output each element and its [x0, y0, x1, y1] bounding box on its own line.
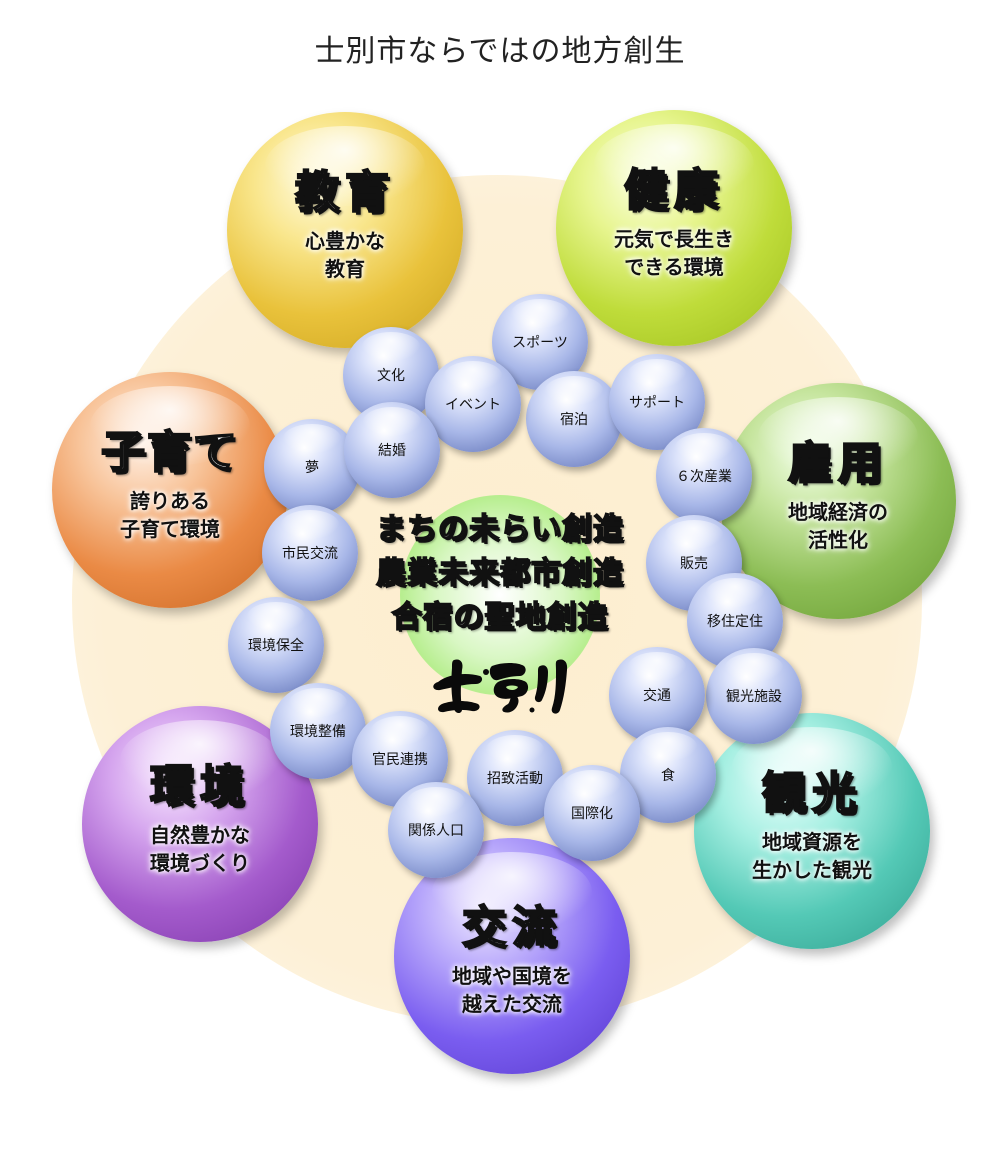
keyword-lodging: 宿泊 [526, 371, 622, 467]
keyword-label: 文化 [377, 368, 405, 384]
keyword-label: 移住定住 [707, 614, 763, 630]
keyword-public-private: 官民連携 [352, 711, 448, 807]
pillar-title: 健康 [623, 164, 724, 217]
keyword-marriage: 結婚 [344, 402, 440, 498]
keyword-event: イベント [425, 356, 521, 452]
keyword-label: 観光施設 [726, 689, 782, 705]
pillar-education: 教育 心豊かな 教育 [227, 112, 463, 348]
keyword-label: 結婚 [378, 443, 406, 459]
pillar-subtitle-line: 生かした観光 [752, 858, 872, 882]
pillar-title: 子育て [100, 426, 239, 479]
keyword-label: 宿泊 [560, 412, 588, 428]
pillar-title: 観光 [761, 767, 862, 820]
keyword-label: 食 [661, 768, 675, 784]
pillar-title: 環境 [149, 760, 250, 813]
pillar-subtitle-line: 越えた交流 [462, 992, 562, 1016]
keyword-internationalization: 国際化 [544, 765, 640, 861]
pillar-subtitle-line: できる環境 [624, 255, 724, 279]
keyword-label: 官民連携 [372, 752, 428, 768]
pillar-title: 交流 [461, 901, 562, 954]
center-core-glow [400, 495, 600, 695]
pillar-title: 雇用 [787, 437, 888, 490]
pillar-child-rearing: 子育て 誇りある 子育て環境 [52, 372, 288, 608]
keyword-transport: 交通 [609, 647, 705, 743]
keyword-label: 関係人口 [408, 823, 464, 839]
keyword-sixth-industry: ６次産業 [656, 428, 752, 524]
keyword-tourist-facility: 観光施設 [706, 648, 802, 744]
pillar-subtitle-line: 心豊かな [305, 229, 385, 253]
page-title: 士別市ならではの地方創生 [314, 34, 686, 69]
keyword-label: 交通 [643, 688, 671, 704]
keyword-label: 国際化 [571, 806, 613, 822]
center-slogan-line: まちの未らい創造 [375, 511, 624, 548]
pillar-title: 教育 [294, 166, 395, 219]
center-slogan-line: 農業未来都市創造 [375, 555, 624, 592]
keyword-label: スポーツ [512, 335, 568, 351]
pillar-environment: 環境 自然豊かな 環境づくり [82, 706, 318, 942]
keyword-label: 販売 [680, 556, 708, 572]
pillar-subtitle-line: 地域や国境を [452, 964, 572, 988]
keyword-label: イベント [445, 397, 501, 413]
pillar-tourism: 観光 地域資源を 生かした観光 [694, 713, 930, 949]
keyword-related-population: 関係人口 [388, 782, 484, 878]
keyword-label: 環境整備 [290, 724, 346, 740]
pillar-subtitle-line: 元気で長生き [614, 227, 734, 251]
pillar-subtitle-line: 環境づくり [150, 851, 250, 875]
keyword-env-maintenance: 環境整備 [270, 683, 366, 779]
keyword-label: サポート [629, 395, 685, 411]
keyword-dream: 夢 [264, 419, 360, 515]
keyword-label: 夢 [305, 460, 319, 476]
keyword-label: 招致活動 [487, 771, 543, 787]
pillar-subtitle-line: 自然豊かな [150, 823, 250, 847]
shibetsu-calligraphy-logo [433, 659, 568, 714]
pillar-subtitle-line: 地域資源を [762, 830, 862, 854]
center-slogan-line: 合宿の聖地創造 [391, 599, 609, 636]
center-slogans: まちの未らい創造 農業未来都市創造 合宿の聖地創造 [340, 508, 660, 640]
pillar-subtitle-line: 教育 [325, 257, 365, 281]
keyword-label: 環境保全 [248, 638, 304, 654]
pillar-employment: 雇用 地域経済の 活性化 [720, 383, 956, 619]
pillar-health: 健康 元気で長生き できる環境 [556, 110, 792, 346]
pillar-subtitle-line: 地域経済の [788, 500, 888, 524]
keyword-label: ６次産業 [676, 469, 732, 485]
keyword-env-conservation: 環境保全 [228, 597, 324, 693]
pillar-exchange: 交流 地域や国境を 越えた交流 [394, 838, 630, 1074]
pillar-subtitle-line: 子育て環境 [120, 517, 220, 541]
keyword-migration: 移住定住 [687, 573, 783, 669]
keyword-civic-exchange: 市民交流 [262, 505, 358, 601]
keyword-label: 市民交流 [282, 546, 338, 562]
pillar-subtitle-line: 活性化 [808, 528, 868, 552]
pillar-subtitle-line: 誇りある [130, 489, 210, 513]
